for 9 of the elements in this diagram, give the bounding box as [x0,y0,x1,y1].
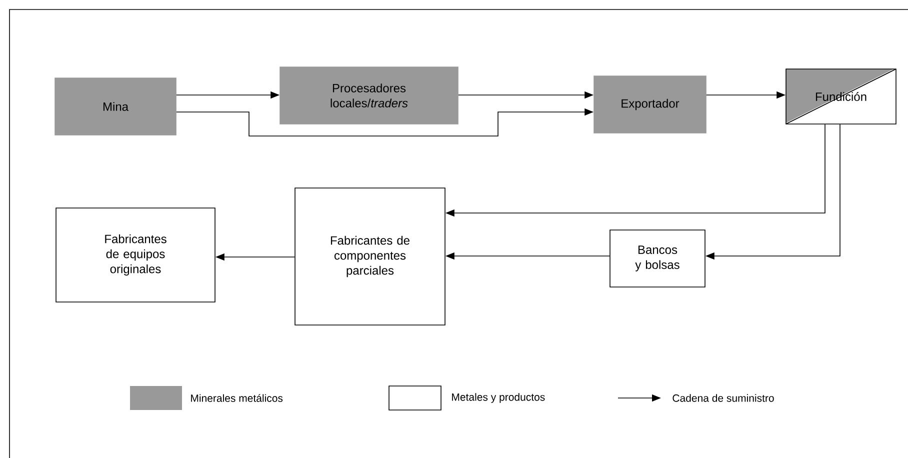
process-box: Fabricantes de componentes parciales [294,188,446,326]
process-box: Exportador [594,76,706,134]
legend-label: Minerales metálicos [191,394,283,402]
process-box: Procesadores locales/traders [280,66,458,124]
legend-label: Metales y productos [452,393,545,403]
process-box: Mina [54,78,176,136]
legend-label: Cadena de suministro [672,394,774,402]
process-box: Fabricantes de equipos originales [56,208,216,302]
process-box: Bancos y bolsas [610,230,706,288]
